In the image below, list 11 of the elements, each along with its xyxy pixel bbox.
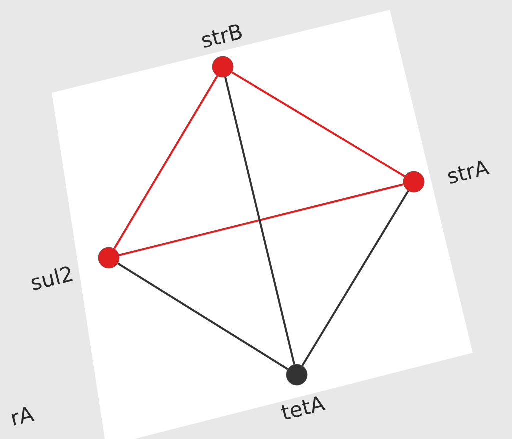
edge-line xyxy=(114,76,218,250)
node-label: tetA xyxy=(281,396,326,420)
edge-line xyxy=(118,262,288,370)
node-label: sul2 xyxy=(32,266,73,290)
background-text: rA xyxy=(12,407,35,426)
node-label: strB xyxy=(202,24,242,48)
edge-line xyxy=(119,184,404,256)
edge-line xyxy=(302,190,410,366)
edge-line xyxy=(224,77,296,365)
node-label: strA xyxy=(448,160,490,184)
edge-line xyxy=(232,72,406,178)
